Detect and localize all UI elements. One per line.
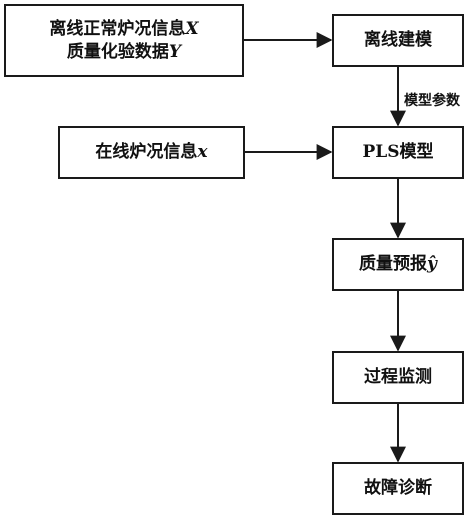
fault-diagnosis-node: 故障诊断	[332, 462, 464, 515]
offline-data-line1-text: 离线正常炉况信息	[49, 18, 186, 39]
offline-model-node: 离线建模	[332, 14, 464, 67]
online-data-text: 在线炉况信息	[95, 142, 198, 163]
offline-data-line2-text: 质量化验数据	[66, 41, 169, 62]
online-data-line: 在线炉况信息x	[95, 141, 207, 164]
online-data-var: x	[197, 142, 208, 163]
process-monitoring-node: 过程监测	[332, 351, 464, 404]
quality-prediction-text: 质量预报	[359, 254, 428, 275]
offline-model-label: 离线建模	[364, 30, 432, 51]
offline-data-line2: 质量化验数据Y	[67, 41, 181, 64]
offline-data-node: 离线正常炉况信息X 质量化验数据Y	[4, 4, 244, 77]
pls-model-node: PLS模型	[332, 126, 464, 179]
offline-data-line1: 离线正常炉况信息X	[49, 18, 198, 41]
process-monitoring-label: 过程监测	[364, 367, 432, 388]
offline-data-line1-var: X	[185, 18, 199, 39]
offline-data-line2-var: Y	[168, 41, 182, 62]
pls-model-label: PLS模型	[362, 142, 434, 163]
quality-prediction-node: 质量预报ŷ	[332, 238, 464, 291]
quality-prediction-var: ŷ	[427, 254, 437, 275]
fault-diagnosis-label: 故障诊断	[364, 478, 432, 499]
quality-prediction-line: 质量预报ŷ	[359, 253, 437, 276]
online-data-node: 在线炉况信息x	[58, 126, 245, 179]
model-params-label: 模型参数	[404, 93, 460, 109]
